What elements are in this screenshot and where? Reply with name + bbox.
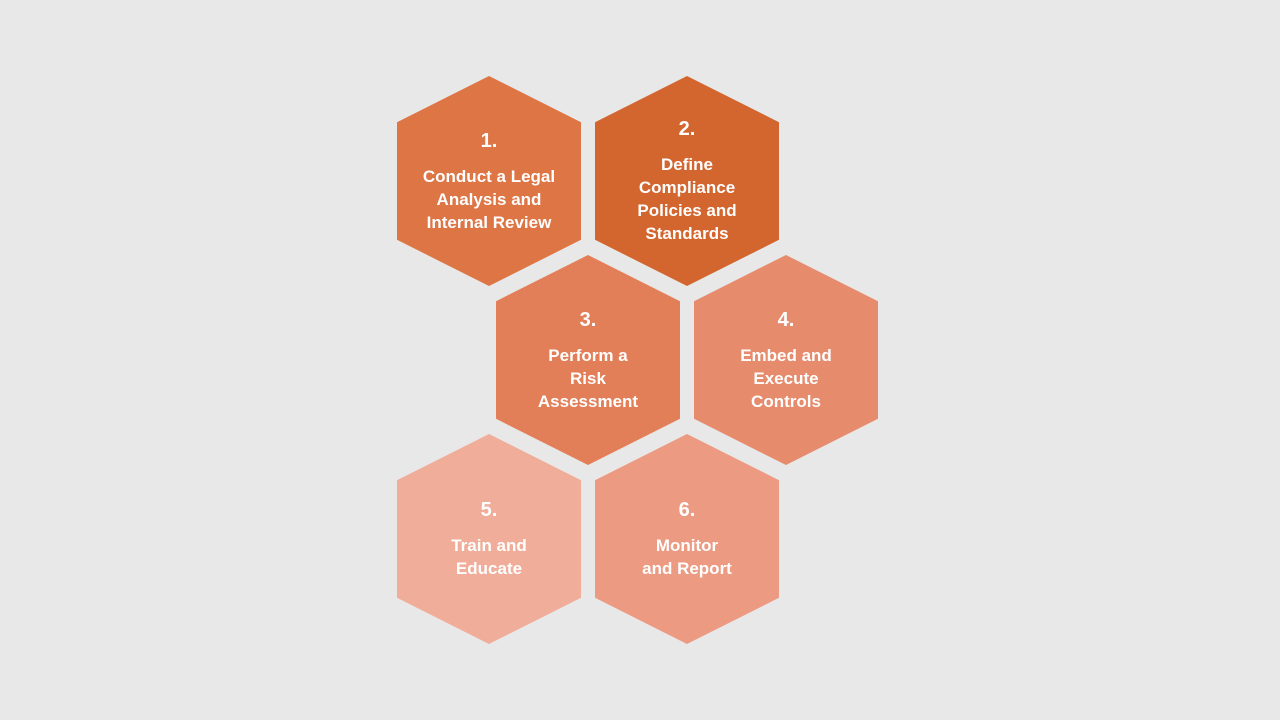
step-number: 5. bbox=[480, 499, 498, 521]
step-label: Train and Educate bbox=[451, 536, 527, 578]
step-number: 1. bbox=[480, 129, 498, 152]
step-number: 4. bbox=[777, 308, 795, 331]
step-label: Monitor and Report bbox=[642, 536, 732, 578]
step-hexagon-2: 2. Define Compliance Policies and Standa… bbox=[595, 76, 779, 286]
step-hexagon-3: 3. Perform a Risk Assessment bbox=[496, 255, 680, 465]
step-label: Embed and Execute Controls bbox=[740, 345, 832, 411]
step-hexagon-6: 6. Monitor and Report bbox=[595, 434, 779, 644]
step-number: 3. bbox=[579, 308, 597, 331]
step-label: Perform a Risk Assessment bbox=[537, 345, 639, 411]
step-number: 6. bbox=[678, 499, 696, 521]
step-hexagon-4: 4. Embed and Execute Controls bbox=[694, 255, 878, 465]
step-hexagon-1: 1. Conduct a Legal Analysis and Internal… bbox=[397, 76, 581, 286]
step-number: 2. bbox=[678, 118, 696, 140]
step-hexagon-5: 5. Train and Educate bbox=[397, 434, 581, 644]
step-label: Define Compliance Policies and Standards bbox=[637, 155, 737, 243]
step-label: Conduct a Legal Analysis and Internal Re… bbox=[422, 166, 556, 232]
